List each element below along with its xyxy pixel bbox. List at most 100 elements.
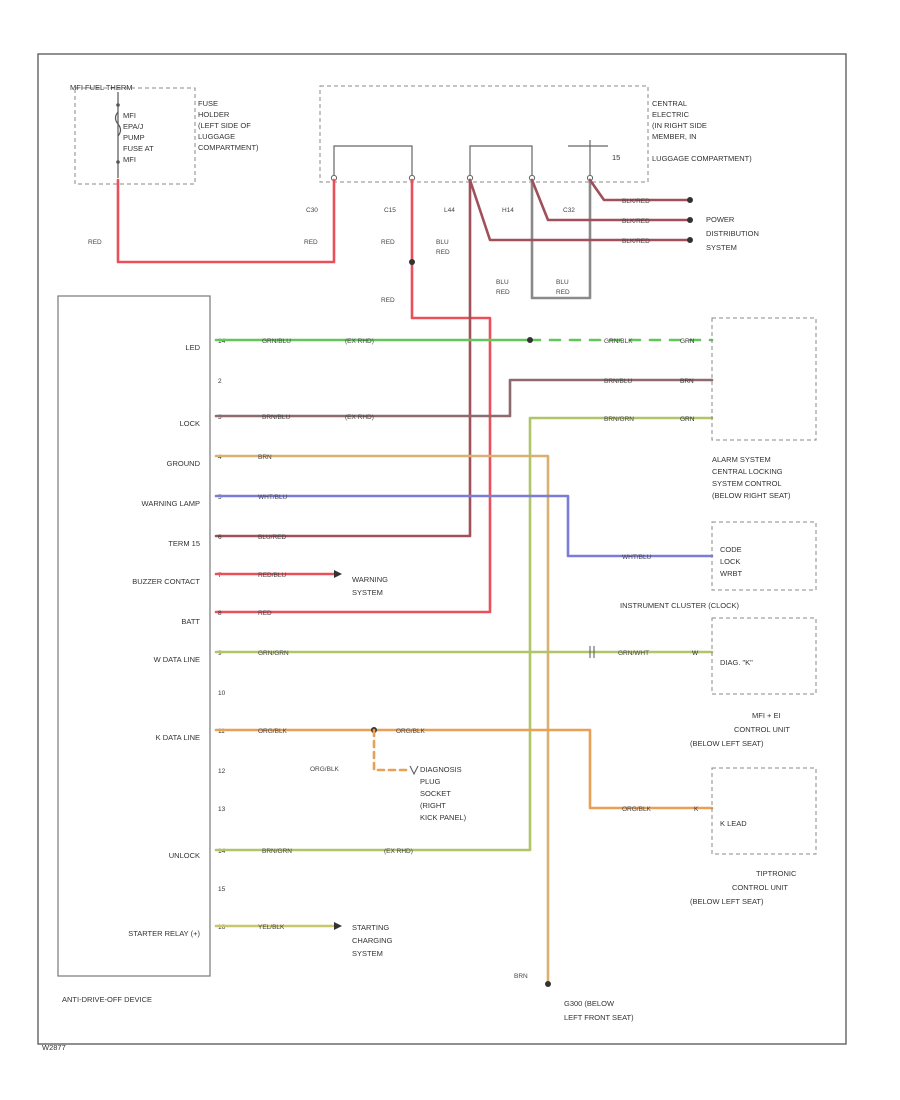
alarm-pin-2: BRN [680, 378, 694, 385]
tiptronic-control-box [711, 767, 817, 855]
svg-text:TIPTRONIC: TIPTRONIC [756, 869, 797, 878]
pin-label-4: WARNING LAMP [142, 499, 200, 508]
svg-text:(LEFT SIDE OF: (LEFT SIDE OF [198, 121, 251, 130]
svg-text:DIAGNOSIS: DIAGNOSIS [420, 765, 462, 774]
wire-l44-blured [214, 178, 472, 538]
pin-number-6: 7 [218, 572, 222, 579]
fuse-text: MFI EPA/J PUMP FUSE AT MFI [123, 111, 154, 164]
svg-text:DISTRIBUTION: DISTRIBUTION [706, 229, 759, 238]
wire-pd-3 [468, 178, 692, 242]
svg-text:LUGGAGE COMPARTMENT): LUGGAGE COMPARTMENT) [652, 154, 752, 163]
svg-text:(BELOW LEFT SEAT): (BELOW LEFT SEAT) [690, 897, 764, 906]
svg-text:LUGGAGE: LUGGAGE [198, 132, 235, 141]
svg-text:(BELOW RIGHT SEAT): (BELOW RIGHT SEAT) [712, 491, 791, 500]
pin-number-8: 9 [218, 650, 222, 657]
svg-text:FUSE: FUSE [198, 99, 218, 108]
mfi-caption: MFI + EI CONTROL UNIT (BELOW LEFT SEAT) [690, 711, 790, 748]
svg-text:POWER: POWER [706, 215, 735, 224]
central-electric-internals [330, 140, 608, 182]
footer-code: W2877 [42, 1043, 66, 1052]
alarm-pin-3: GRN [680, 416, 695, 423]
wire-label-ground: BRN [258, 454, 272, 461]
wire-label-led: GRN/BLU [262, 338, 291, 345]
wire-label-h14-1: BLU [496, 279, 509, 286]
central-electric-box [319, 85, 649, 183]
wire-label-c15-red: RED [381, 239, 395, 246]
pin-number-5: 6 [218, 534, 222, 541]
wire-label-kdata: ORG/BLK [258, 728, 288, 735]
svg-text:CHARGING: CHARGING [352, 936, 393, 945]
wire-label-h14-4: RED [556, 289, 570, 296]
starting-system-label: STARTING CHARGING SYSTEM [352, 923, 393, 958]
svg-text:SYSTEM: SYSTEM [352, 949, 383, 958]
svg-text:SYSTEM CONTROL: SYSTEM CONTROL [712, 479, 782, 488]
conn-c32: C32 [563, 207, 575, 214]
wire-pd-2 [530, 178, 692, 222]
diagnosis-plug-label: DIAGNOSIS PLUG SOCKET (RIGHT KICK PANEL) [409, 765, 467, 822]
tiptronic-text: K LEAD [720, 819, 747, 828]
svg-text:HOLDER: HOLDER [198, 110, 230, 119]
pin-label-7: BATT [181, 617, 200, 626]
code-lock-text: CODE LOCK WRBT [720, 545, 742, 578]
alarm-pin-1: GRN [680, 338, 695, 345]
wire-label-buzzer: RED/BLU [258, 572, 286, 579]
wire-label-term15: BLU/RED [258, 534, 286, 541]
pin-number-4: 5 [218, 494, 222, 501]
pin-label-8: W DATA LINE [154, 655, 200, 664]
wire-label-red-mid: RED [304, 239, 318, 246]
pin-number-9: 10 [218, 690, 226, 697]
svg-text:STARTING: STARTING [352, 923, 389, 932]
wire-label-unlock: BRN/GRN [262, 848, 292, 855]
terminal-15: 15 [612, 153, 620, 162]
conn-c15: C15 [384, 207, 396, 214]
wire-label-unlock-right: BRN/GRN [604, 416, 634, 423]
wire-label-warning-right: WHT/BLU [622, 554, 652, 561]
power-distribution-label: POWER DISTRIBUTION SYSTEM [706, 215, 759, 252]
fuse-symbol [114, 92, 122, 178]
wire-label-wdata-right: GRN/WHT [618, 650, 649, 657]
svg-text:MEMBER, IN: MEMBER, IN [652, 132, 697, 141]
alarm-system-box [711, 317, 817, 441]
wire-label-red-left: RED [88, 239, 102, 246]
svg-text:PUMP: PUMP [123, 133, 145, 142]
wire-label-pd-3: BLK/RED [622, 238, 650, 245]
wire-label-pd-2: BLK/RED [622, 218, 650, 225]
svg-text:LOCK: LOCK [720, 557, 740, 566]
wire-unlock [214, 416, 714, 852]
wire-label-lock: BRN/BLU [262, 414, 290, 421]
wire-label-led-ex: (EX RHD) [345, 338, 374, 345]
wire-lock [214, 378, 714, 418]
mfi-text: DIAG. "K" [720, 658, 753, 667]
mfi-pin: W [692, 650, 699, 657]
wire-k-data [214, 728, 714, 810]
wire-label-batt: RED [258, 610, 272, 617]
code-lock-box [711, 521, 817, 591]
pin-label-6: BUZZER CONTACT [132, 577, 200, 586]
pin-number-2: 3 [218, 414, 222, 421]
module-name: ANTI-DRIVE-OFF DEVICE [62, 995, 152, 1004]
pin-number-13: 14 [218, 848, 226, 855]
svg-text:MFI: MFI [123, 111, 136, 120]
wire-label-h14-3: BLU [556, 279, 569, 286]
wire-label-kdata-mid: ORG/BLK [396, 728, 426, 735]
pin-label-3: GROUND [167, 459, 201, 468]
wire-k-data-branch [372, 728, 412, 772]
tiptronic-caption: TIPTRONIC CONTROL UNIT (BELOW LEFT SEAT) [690, 869, 797, 906]
svg-text:(RIGHT: (RIGHT [420, 801, 446, 810]
conn-l44: L44 [444, 207, 455, 214]
svg-text:PLUG: PLUG [420, 777, 441, 786]
svg-text:CONTROL UNIT: CONTROL UNIT [734, 725, 790, 734]
fuse-holder-text: FUSE HOLDER (LEFT SIDE OF LUGGAGE COMPAR… [198, 99, 259, 152]
svg-text:WRBT: WRBT [720, 569, 742, 578]
anti-drive-off-device [57, 295, 211, 977]
svg-text:ELECTRIC: ELECTRIC [652, 110, 690, 119]
svg-text:CONTROL UNIT: CONTROL UNIT [732, 883, 788, 892]
pin-number-12: 13 [218, 806, 226, 813]
wire-label-h14-2: RED [496, 289, 510, 296]
svg-text:(BELOW LEFT SEAT): (BELOW LEFT SEAT) [690, 739, 764, 748]
ground-location-label: G300 (BELOW LEFT FRONT SEAT) [564, 999, 634, 1022]
svg-text:LEFT FRONT SEAT): LEFT FRONT SEAT) [564, 1013, 634, 1022]
wire-fuse-red [116, 178, 336, 264]
svg-text:(IN RIGHT SIDE: (IN RIGHT SIDE [652, 121, 707, 130]
